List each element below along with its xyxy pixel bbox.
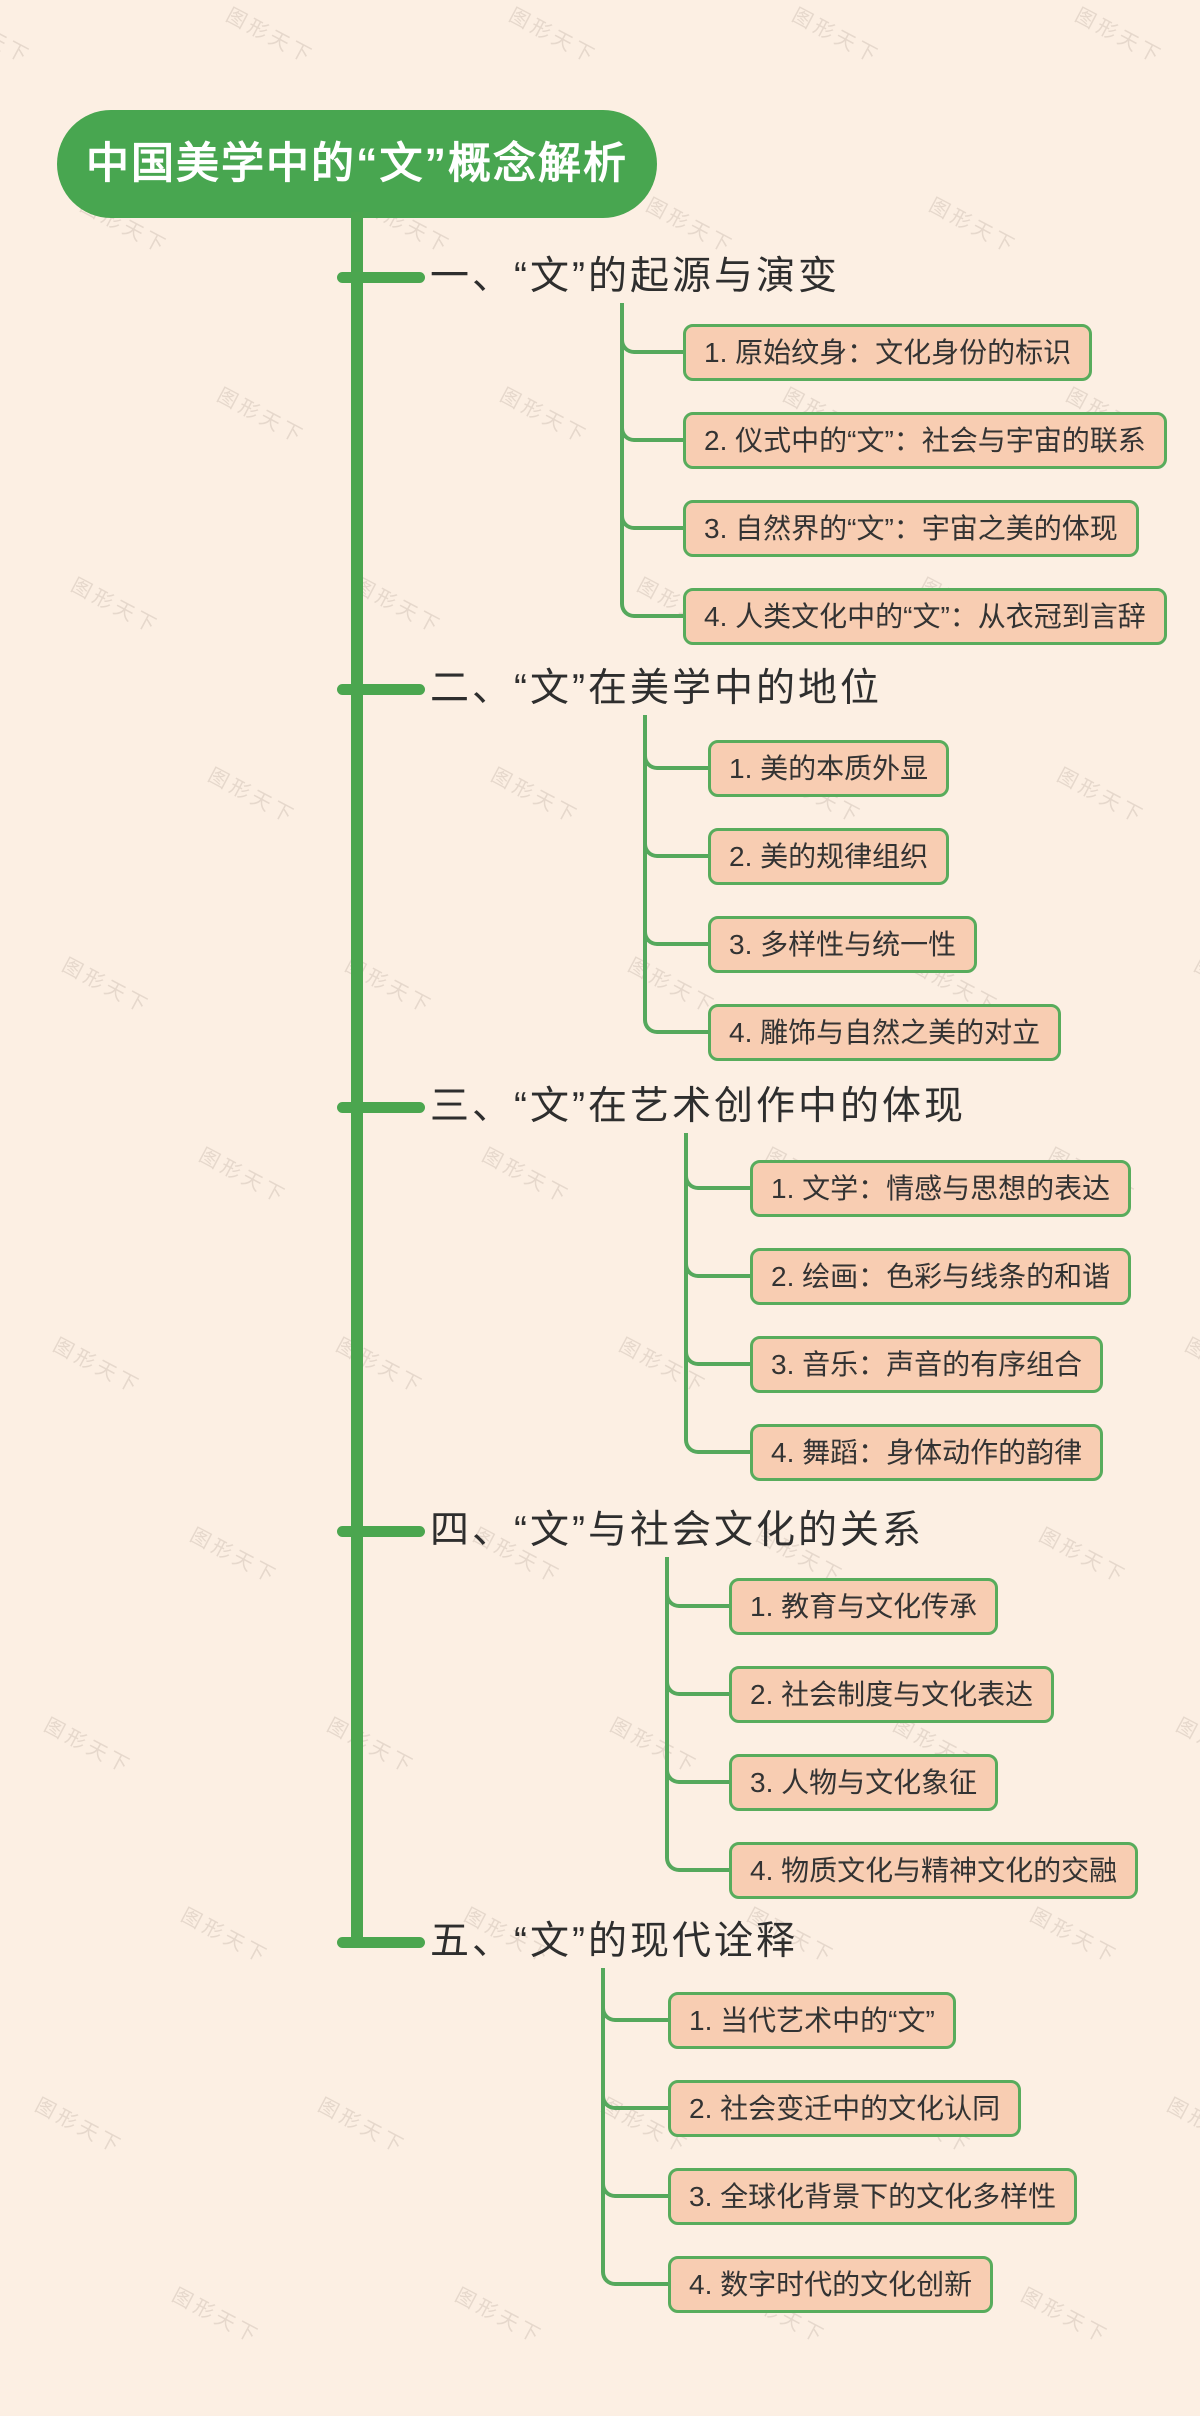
watermark-text: 图形天下	[67, 574, 163, 639]
watermark-text: 图形天下	[1172, 1714, 1200, 1779]
watermark-text: 图形天下	[49, 1334, 145, 1399]
child-node[interactable]: 1. 原始纹身：文化身份的标识	[683, 324, 1093, 381]
child-node[interactable]: 4. 舞蹈：身体动作的韵律	[750, 1424, 1104, 1481]
branch-node[interactable]: 五、“文”的现代诠释	[430, 1920, 798, 1963]
child-node[interactable]: 1. 教育与文化传承	[729, 1578, 999, 1635]
watermark-text: 图形天下	[213, 384, 309, 449]
watermark-text: 图形天下	[350, 574, 446, 639]
child-node[interactable]: 4. 人类文化中的“文”：从衣冠到言辞	[683, 588, 1167, 645]
watermark-text: 图形天下	[204, 764, 300, 829]
watermark-text: 图形天下	[505, 4, 601, 69]
branch-node[interactable]: 二、“文”在美学中的地位	[430, 667, 882, 710]
watermark-text: 图形天下	[31, 2094, 127, 2159]
watermark-text: 图形天下	[222, 4, 318, 69]
child-connector-line	[684, 1133, 754, 1454]
child-node[interactable]: 1. 当代艺术中的“文”	[668, 1992, 956, 2049]
child-node[interactable]: 1. 文学：情感与思想的表达	[750, 1160, 1132, 1217]
watermark-text: 图形天下	[1017, 2284, 1113, 2349]
child-node[interactable]: 4. 物质文化与精神文化的交融	[729, 1842, 1139, 1899]
trunk-line	[351, 212, 363, 1948]
child-node[interactable]: 4. 数字时代的文化创新	[668, 2256, 994, 2313]
watermark-text: 图形天下	[925, 194, 1021, 259]
branch-connector-line	[337, 272, 425, 283]
watermark-text: 图形天下	[788, 4, 884, 69]
branch-connector-line	[337, 684, 425, 695]
child-node[interactable]: 3. 音乐：声音的有序组合	[750, 1336, 1104, 1393]
child-connector-line	[620, 303, 687, 618]
child-node[interactable]: 3. 人物与文化象征	[729, 1754, 999, 1811]
watermark-text: 图形天下	[451, 2284, 547, 2349]
child-connector-line	[665, 1557, 733, 1872]
watermark-text: 图形天下	[1053, 764, 1149, 829]
watermark-text: 图形天下	[168, 2284, 264, 2349]
watermark-text: 图形天下	[1190, 954, 1200, 1019]
watermark-text: 图形天下	[195, 1144, 291, 1209]
watermark-text: 图形天下	[1071, 4, 1167, 69]
child-node[interactable]: 2. 社会制度与文化表达	[729, 1666, 1055, 1723]
child-node[interactable]: 4. 雕饰与自然之美的对立	[708, 1004, 1062, 1061]
watermark-text: 图形天下	[332, 1334, 428, 1399]
watermark-text: 图形天下	[58, 954, 154, 1019]
watermark-text: 图形天下	[323, 1714, 419, 1779]
branch-node[interactable]: 一、“文”的起源与演变	[430, 255, 840, 298]
watermark-text: 图形天下	[40, 1714, 136, 1779]
branch-connector-line	[337, 1526, 425, 1537]
watermark-text: 图形天下	[1035, 1524, 1131, 1589]
child-node[interactable]: 3. 自然界的“文”：宇宙之美的体现	[683, 500, 1139, 557]
child-node[interactable]: 2. 美的规律组织	[708, 828, 950, 885]
child-node[interactable]: 2. 绘画：色彩与线条的和谐	[750, 1248, 1132, 1305]
child-connector-line	[601, 1968, 672, 2286]
child-node[interactable]: 3. 多样性与统一性	[708, 916, 978, 973]
watermark-text: 图形天下	[0, 4, 35, 69]
child-node[interactable]: 2. 仪式中的“文”：社会与宇宙的联系	[683, 412, 1167, 469]
child-node[interactable]: 3. 全球化背景下的文化多样性	[668, 2168, 1078, 2225]
watermark-text: 图形天下	[496, 384, 592, 449]
branch-node[interactable]: 三、“文”在艺术创作中的体现	[430, 1085, 966, 1128]
branch-connector-line	[337, 1937, 425, 1948]
watermark-text: 图形天下	[478, 1144, 574, 1209]
branch-node[interactable]: 四、“文”与社会文化的关系	[430, 1509, 924, 1552]
child-node[interactable]: 1. 美的本质外显	[708, 740, 950, 797]
watermark-text: 图形天下	[1181, 1334, 1200, 1399]
child-node[interactable]: 2. 社会变迁中的文化认同	[668, 2080, 1022, 2137]
watermark-text: 图形天下	[177, 1904, 273, 1969]
watermark-text: 图形天下	[487, 764, 583, 829]
watermark-text: 图形天下	[186, 1524, 282, 1589]
branch-connector-line	[337, 1102, 425, 1113]
root-node[interactable]: 中国美学中的“文”概念解析	[57, 110, 657, 218]
watermark-text: 图形天下	[1026, 1904, 1122, 1969]
watermark-text: 图形天下	[1163, 2094, 1200, 2159]
watermark-text: 图形天下	[314, 2094, 410, 2159]
child-connector-line	[643, 715, 712, 1034]
